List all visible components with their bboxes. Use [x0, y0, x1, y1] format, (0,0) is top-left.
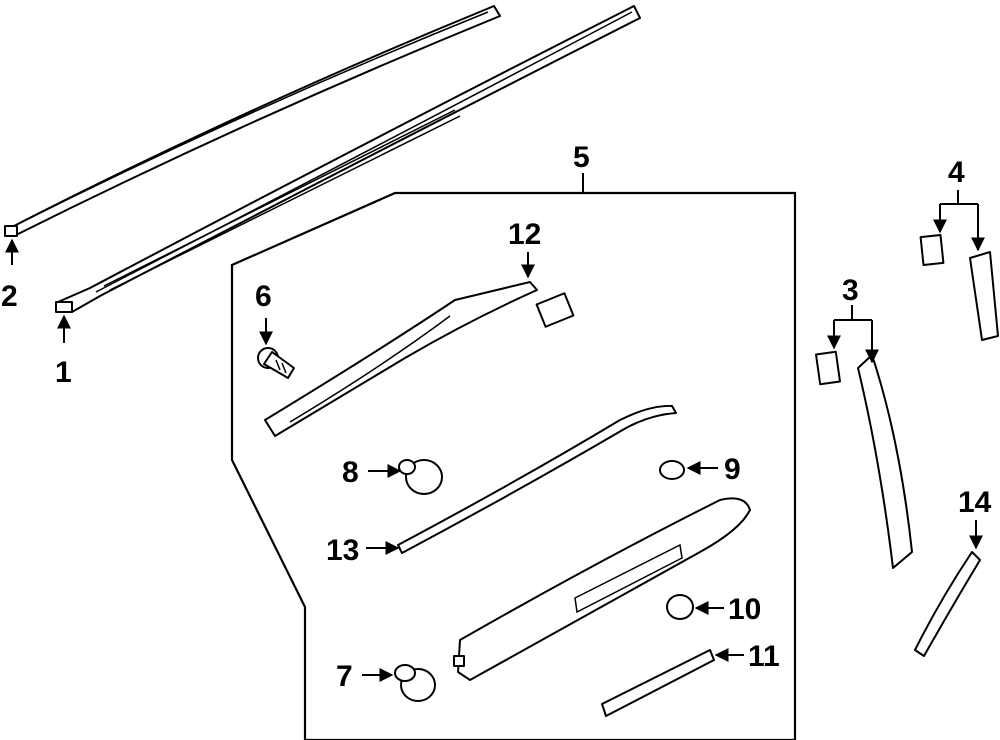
- callout-1: 1: [55, 356, 72, 389]
- corner-molding-14: [914, 551, 981, 657]
- upper-trim-strip: [264, 281, 575, 437]
- roof-molding-lower: [55, 5, 641, 313]
- grommet-10: [666, 594, 694, 620]
- callout-5: 5: [573, 141, 590, 174]
- pillar-applique-3: [815, 350, 913, 569]
- callout-10: 10: [728, 593, 761, 626]
- pillar-applique-4: [919, 234, 999, 341]
- assembly-frame: [230, 191, 797, 740]
- leader-lines: [4, 173, 978, 682]
- grommet-9: [659, 460, 685, 480]
- callout-3: 3: [842, 274, 859, 307]
- sill-strip: [601, 649, 715, 717]
- screw: [257, 347, 295, 379]
- callout-11: 11: [748, 640, 780, 673]
- callout-7: 7: [336, 660, 353, 693]
- callout-12: 12: [508, 218, 541, 251]
- callout-4: 4: [948, 156, 965, 189]
- callout-14: 14: [958, 486, 992, 519]
- callout-8: 8: [342, 456, 359, 489]
- roof-molding-upper: [4, 5, 501, 237]
- rocker-garnish: [453, 497, 751, 681]
- callout-13: 13: [326, 534, 359, 567]
- callout-6: 6: [255, 280, 272, 313]
- weatherstrip-strip: [397, 404, 677, 554]
- callout-2: 2: [1, 280, 18, 313]
- callout-9: 9: [724, 453, 741, 486]
- clip-8: [398, 459, 443, 495]
- clip-7: [394, 664, 436, 702]
